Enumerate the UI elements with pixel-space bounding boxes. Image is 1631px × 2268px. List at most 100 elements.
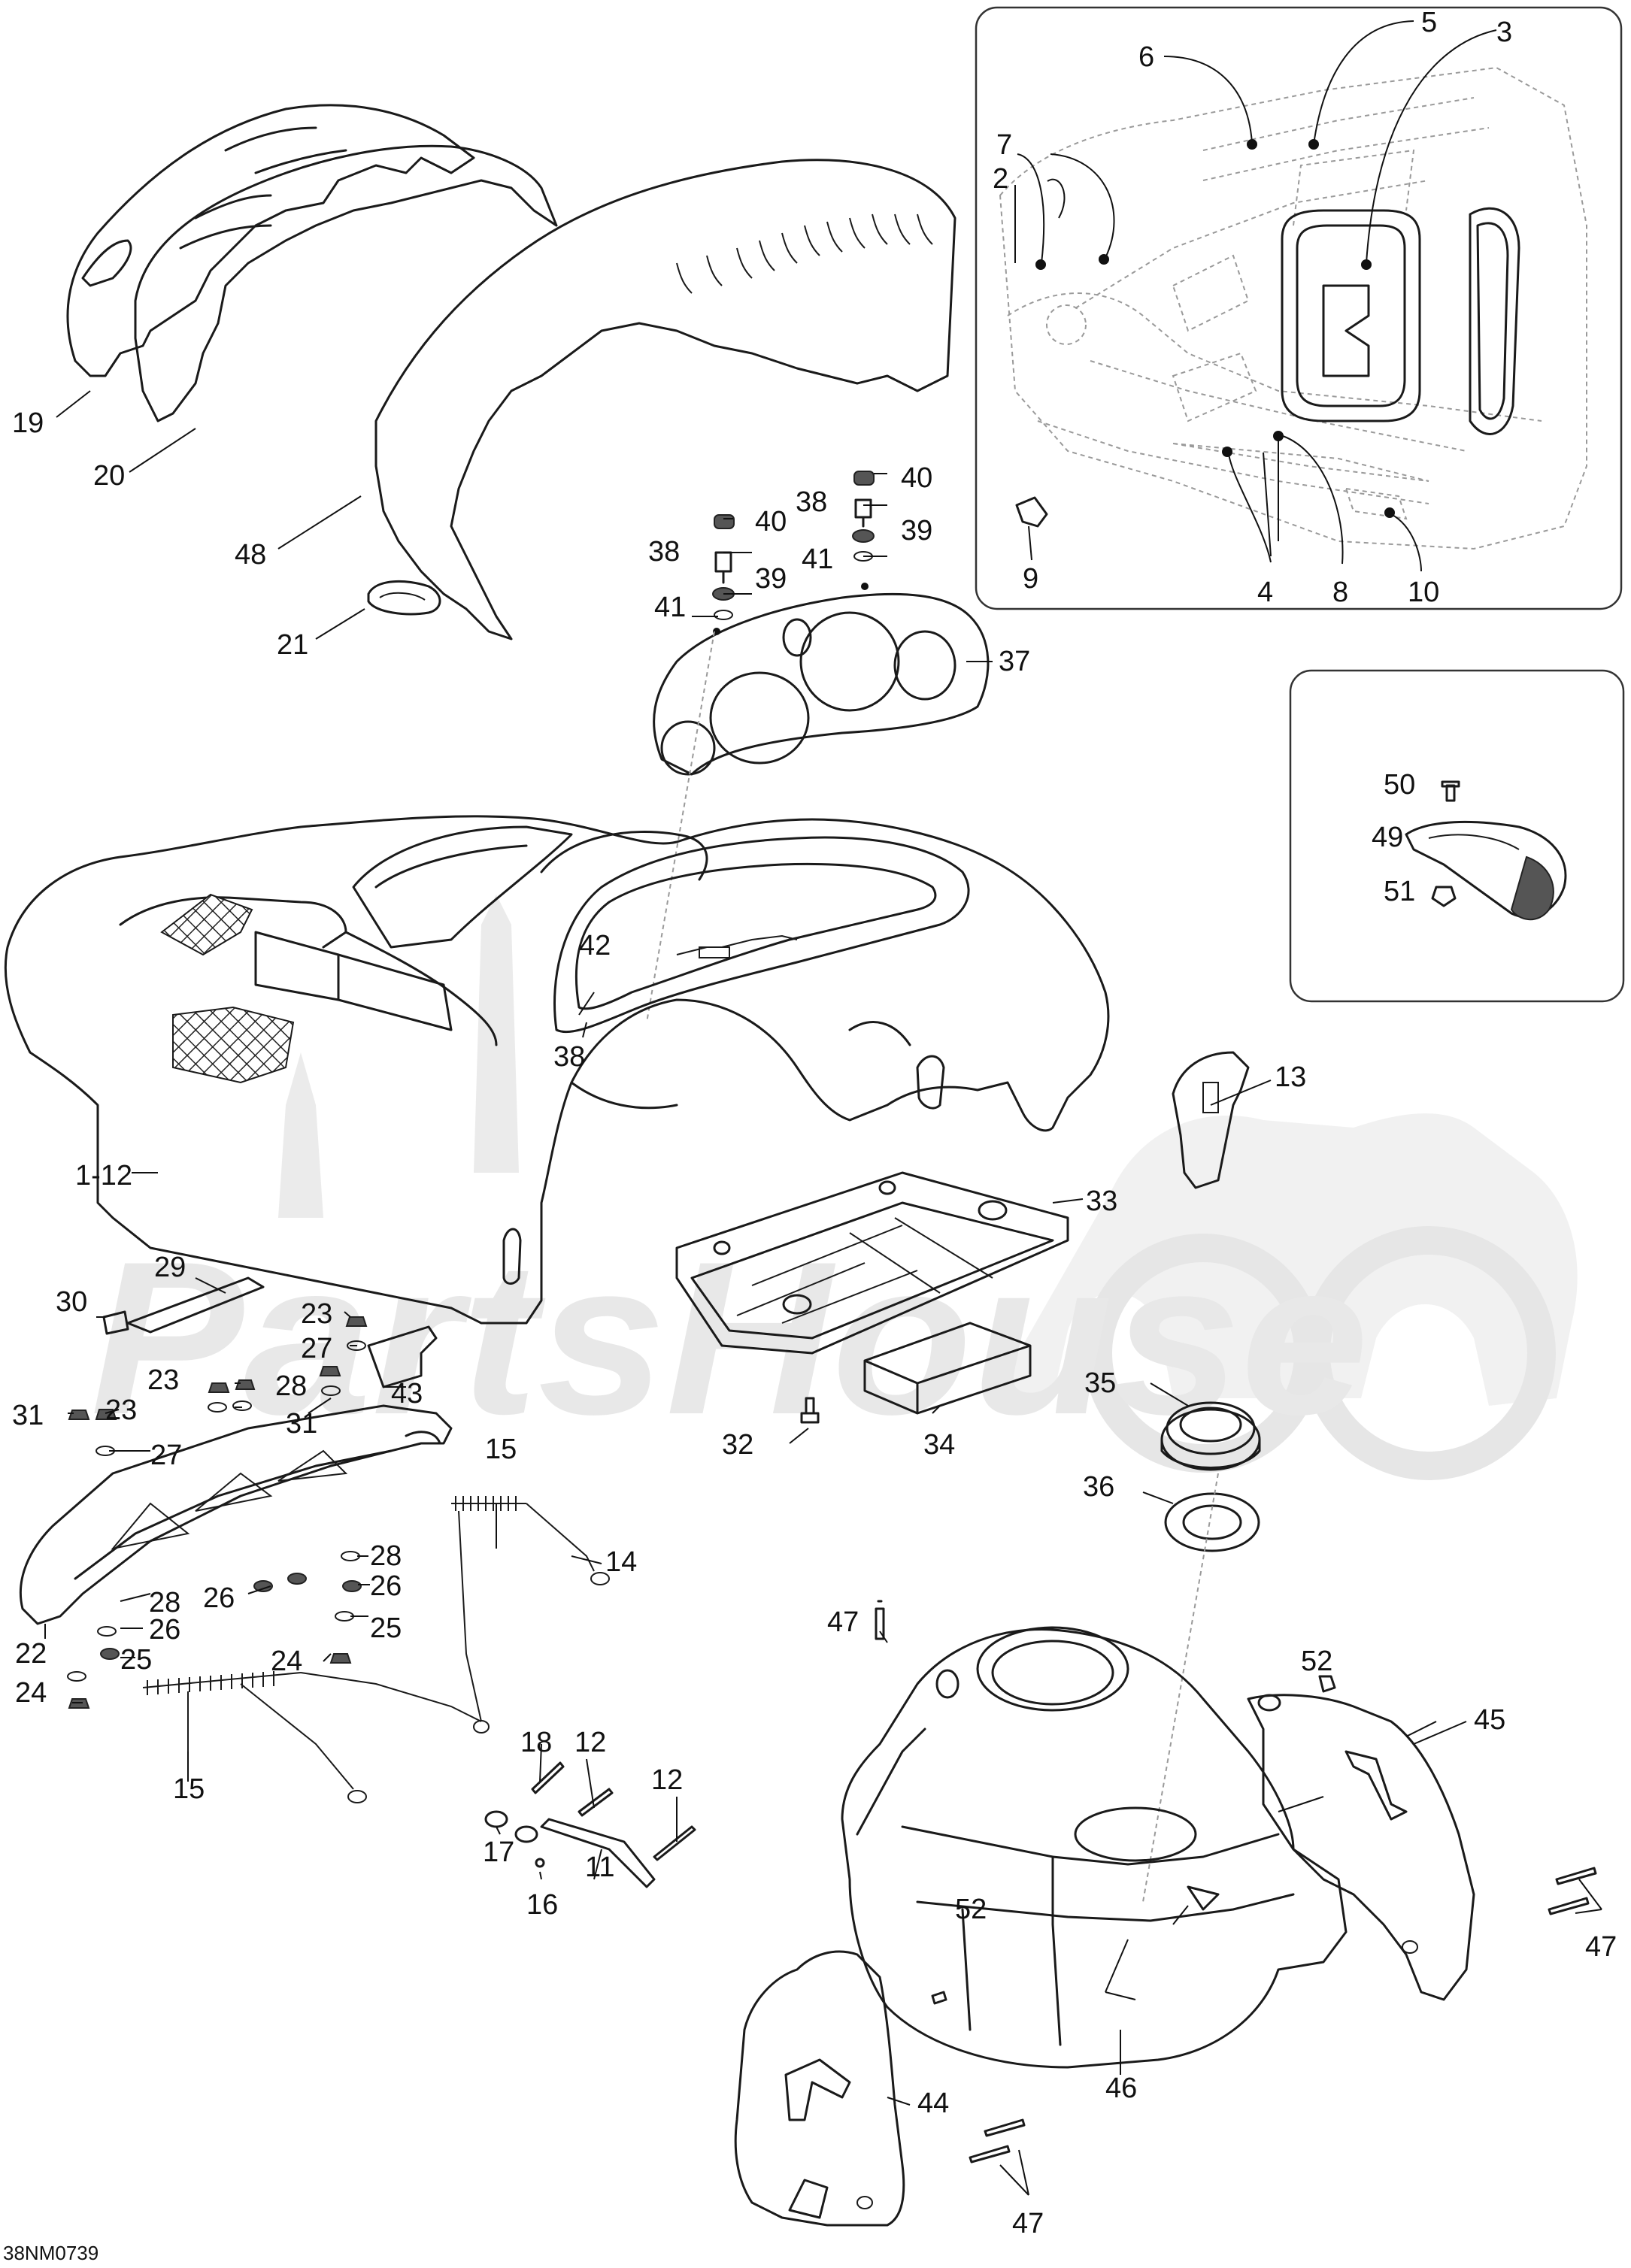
callout-51: 51 (1384, 876, 1415, 907)
callout-24a: 24 (271, 1646, 302, 1677)
callout-23a: 23 (301, 1298, 332, 1330)
lever-11 (484, 1761, 696, 1888)
callout-21: 21 (277, 629, 308, 661)
callout-41a: 41 (802, 544, 833, 575)
callout-38b: 38 (648, 536, 680, 568)
callout-5: 5 (1421, 7, 1437, 38)
callout-25b: 25 (120, 1644, 152, 1676)
inset-panel-handle (1289, 669, 1625, 1003)
gauge-bezel-37 (646, 471, 990, 1023)
upper-shell-parts (66, 104, 956, 640)
callout-38a: 38 (796, 486, 827, 518)
callout-34: 34 (923, 1429, 955, 1461)
callout-35: 35 (1084, 1367, 1116, 1399)
callout-37: 37 (999, 646, 1030, 677)
callout-44: 44 (917, 2088, 949, 2119)
console-46 (841, 1626, 1348, 2069)
side-panel-45 (1247, 1675, 1475, 2001)
callout-20: 20 (93, 460, 125, 492)
diagram-code: 38NM0739 (3, 2242, 99, 2264)
callout-25a: 25 (370, 1612, 402, 1644)
callout-45: 45 (1474, 1704, 1505, 1736)
callout-43: 43 (391, 1378, 423, 1410)
shell-20 (134, 144, 558, 422)
callout-4: 4 (1257, 577, 1273, 608)
callout-24b: 24 (15, 1677, 47, 1709)
hood-1-12 (4, 815, 1110, 1325)
callout-41b: 41 (654, 592, 686, 623)
bumper-22 (19, 1316, 453, 1709)
leader-lines (44, 390, 1602, 2196)
callout-13: 13 (1275, 1061, 1306, 1093)
callout-27a: 27 (301, 1333, 332, 1364)
callout-31a: 31 (12, 1400, 44, 1431)
callout-48: 48 (235, 539, 266, 571)
callout-52a: 52 (1301, 1646, 1332, 1677)
callout-47c: 47 (1012, 2208, 1044, 2239)
callout-22: 22 (15, 1638, 47, 1670)
callout-26b: 26 (203, 1582, 235, 1614)
callout-40b: 40 (755, 506, 787, 537)
cap-30 (102, 1310, 129, 1335)
callout-31b: 31 (286, 1408, 317, 1440)
bolt-32 (800, 1397, 820, 1424)
inset-panel-decals (975, 6, 1623, 610)
tether-cables-14-15 (142, 1496, 610, 1803)
callout-7: 7 (996, 129, 1012, 161)
callout-9: 9 (1023, 563, 1038, 595)
callout-8: 8 (1332, 577, 1348, 608)
callout-28a: 28 (275, 1370, 307, 1402)
clip-21 (367, 580, 441, 616)
callout-10: 10 (1408, 577, 1439, 608)
callout-3: 3 (1496, 17, 1512, 48)
callout-12b: 12 (651, 1764, 683, 1796)
callout-19: 19 (12, 407, 44, 439)
clip-9 (1015, 496, 1048, 528)
pad-34 (863, 1322, 1032, 1415)
callout-28c: 28 (149, 1587, 180, 1618)
callout-32: 32 (722, 1429, 753, 1461)
filler-cap-35-36 (1142, 1401, 1261, 1903)
watermark: PartsHouse (90, 895, 1578, 1480)
callout-18: 18 (520, 1727, 552, 1758)
callout-29: 29 (154, 1252, 186, 1283)
callout-47a: 47 (827, 1606, 859, 1638)
callout-15a: 15 (485, 1434, 517, 1465)
callout-50: 50 (1384, 769, 1415, 801)
callout-40a: 40 (901, 462, 932, 494)
callout-23c: 23 (105, 1394, 137, 1426)
shell-48 (374, 159, 956, 640)
callout-28b: 28 (370, 1540, 402, 1572)
callout-11: 11 (585, 1852, 614, 1883)
rivets-47 (875, 1600, 1597, 2164)
callout-17: 17 (483, 1837, 514, 1868)
callout-6: 6 (1138, 41, 1154, 73)
callout-49: 49 (1372, 822, 1403, 853)
callout-labels: 2 3 4 5 6 7 8 9 10 1-12 11 12 12 13 14 1… (3, 7, 1617, 2264)
callout-12a: 12 (574, 1727, 606, 1758)
bracket-13 (1172, 1051, 1250, 1189)
callout-47b: 47 (1585, 1931, 1617, 1963)
callout-30: 30 (56, 1286, 87, 1318)
callout-26a: 26 (370, 1570, 402, 1602)
callout-33: 33 (1086, 1185, 1117, 1217)
shell-19 (66, 104, 475, 377)
callout-26c: 26 (149, 1614, 180, 1646)
callout-39b: 39 (755, 563, 787, 595)
callout-1-12: 1-12 (75, 1160, 132, 1192)
callout-42: 42 (579, 930, 611, 961)
callout-46: 46 (1105, 2073, 1137, 2104)
side-panel-44 (734, 1950, 905, 2227)
callout-15b: 15 (173, 1773, 205, 1805)
callout-38c: 38 (553, 1041, 585, 1073)
callout-52b: 52 (955, 1894, 987, 1925)
callout-2: 2 (993, 163, 1008, 195)
callout-36: 36 (1083, 1471, 1114, 1503)
callout-39a: 39 (901, 515, 932, 547)
callout-23b: 23 (147, 1364, 179, 1396)
tray-33 (675, 1171, 1069, 1355)
callout-27b: 27 (150, 1440, 182, 1471)
strap-29 (126, 1276, 265, 1334)
callout-16: 16 (526, 1889, 558, 1921)
